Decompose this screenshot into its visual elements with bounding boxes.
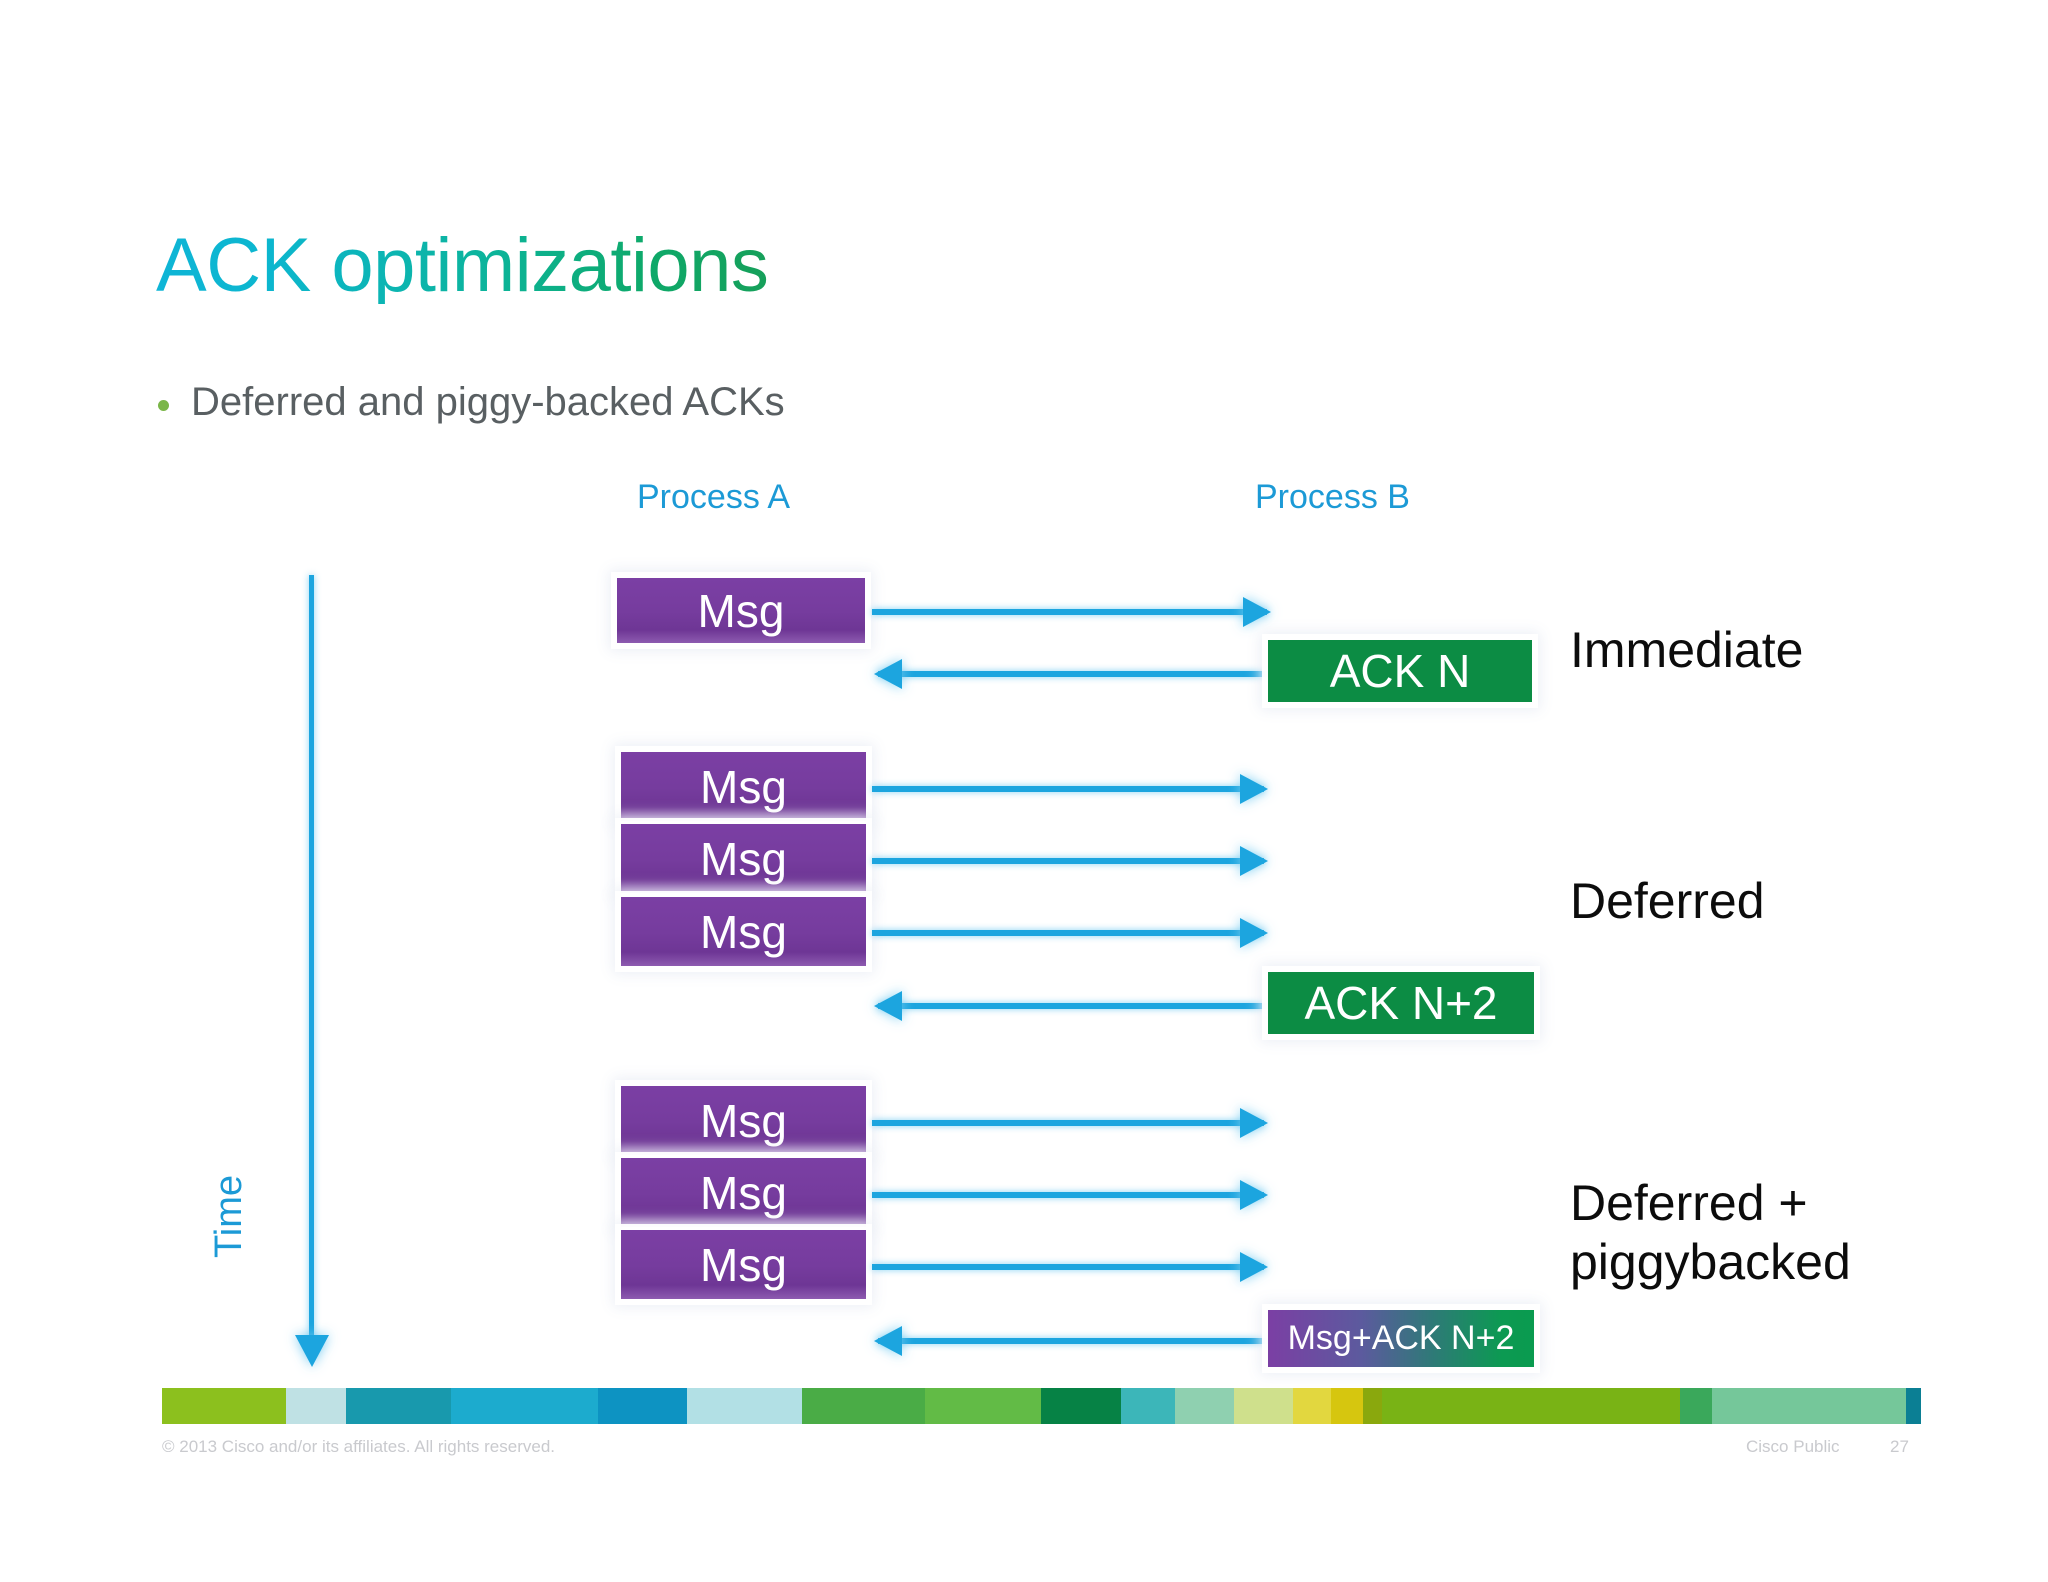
arrow-shaft: [878, 1338, 1277, 1344]
footer-bar-segment: [925, 1388, 1041, 1424]
arrow-shaft: [872, 786, 1264, 792]
arrowhead-right-icon: [1240, 1108, 1268, 1138]
footer-bar-segment: [1040, 1388, 1121, 1424]
footer-bar-segment: [1362, 1388, 1382, 1424]
footer-bar-segment: [1175, 1388, 1235, 1424]
arrow-a-to-b: [872, 1252, 1268, 1282]
arrow-shaft: [878, 671, 1277, 677]
arrowhead-right-icon: [1243, 597, 1271, 627]
annotation-deferred-piggybacked: Deferred + piggybacked: [1570, 1175, 1851, 1290]
footer-bar-segment: [162, 1388, 287, 1424]
arrowhead-right-icon: [1240, 1180, 1268, 1210]
process-a-label: Process A: [637, 478, 791, 516]
footer-bar-segment: [345, 1388, 452, 1424]
arrow-b-to-a: [874, 991, 1277, 1021]
footer-bar-segment: [451, 1388, 599, 1424]
footer-classification: Cisco Public: [1746, 1437, 1840, 1456]
process-b-label: Process B: [1255, 478, 1410, 516]
footer-bar-segment: [1293, 1388, 1332, 1424]
arrow-shaft: [872, 1120, 1264, 1126]
ack-box: ACK N+2: [1268, 972, 1534, 1034]
arrow-a-to-b: [872, 1180, 1268, 1210]
arrow-shaft: [872, 609, 1267, 615]
arrow-b-to-a: [874, 1326, 1277, 1356]
footer-copyright: © 2013 Cisco and/or its affiliates. All …: [162, 1437, 556, 1456]
arrowhead-right-icon: [1240, 1252, 1268, 1282]
footer-bar-segment: [1906, 1388, 1921, 1424]
arrow-a-to-b: [872, 597, 1271, 627]
msg-box: Msg: [621, 1158, 866, 1227]
arrow-a-to-b: [872, 918, 1268, 948]
footer-color-bar: [162, 1388, 1921, 1424]
footer-bar-segment: [286, 1388, 346, 1424]
time-axis-arrowhead-icon: [295, 1335, 329, 1367]
time-axis: Time: [208, 575, 390, 1375]
time-axis-line: [309, 575, 314, 1343]
arrow-shaft: [872, 858, 1264, 864]
arrowhead-right-icon: [1240, 918, 1268, 948]
footer-bar-segment: [1381, 1388, 1681, 1424]
arrow-shaft: [872, 1192, 1264, 1198]
bullet-row: Deferred and piggy-backed ACKs: [158, 380, 785, 425]
bullet-text: Deferred and piggy-backed ACKs: [191, 380, 785, 424]
arrowhead-left-icon: [874, 991, 902, 1021]
msg-box: Msg: [621, 752, 866, 821]
arrow-a-to-b: [872, 774, 1268, 804]
msg-box: Msg: [621, 1086, 866, 1155]
footer-bar-segment: [1711, 1388, 1907, 1424]
footer-bar-segment: [1234, 1388, 1294, 1424]
msg-box: Msg: [617, 578, 865, 643]
arrow-a-to-b: [872, 1108, 1268, 1138]
annotation-deferred: Deferred: [1570, 873, 1765, 929]
arrow-shaft: [872, 1264, 1264, 1270]
msg-box: Msg: [621, 897, 866, 966]
arrowhead-right-icon: [1240, 774, 1268, 804]
arrowhead-right-icon: [1240, 846, 1268, 876]
annotation-immediate: Immediate: [1570, 622, 1804, 678]
msg-box: Msg: [621, 824, 866, 893]
msg-box: Msg: [621, 1230, 866, 1299]
piggyback-box: Msg+ACK N+2: [1268, 1310, 1534, 1367]
footer-page-number: 27: [1890, 1437, 1909, 1456]
arrow-shaft: [872, 930, 1264, 936]
bullet-dot-icon: [158, 400, 169, 411]
time-axis-label: Time: [208, 1174, 251, 1259]
footer-bar-segment: [1331, 1388, 1363, 1424]
ack-box: ACK N: [1268, 640, 1532, 702]
arrow-a-to-b: [872, 846, 1268, 876]
arrowhead-left-icon: [874, 659, 902, 689]
footer-bar-segment: [686, 1388, 803, 1424]
arrow-b-to-a: [874, 659, 1277, 689]
arrow-shaft: [878, 1003, 1277, 1009]
arrowhead-left-icon: [874, 1326, 902, 1356]
page-title: ACK optimizations: [156, 223, 769, 308]
footer-bar-segment: [1680, 1388, 1712, 1424]
footer-bar-segment: [1120, 1388, 1176, 1424]
footer-bar-segment: [598, 1388, 687, 1424]
footer-bar-segment: [802, 1388, 926, 1424]
